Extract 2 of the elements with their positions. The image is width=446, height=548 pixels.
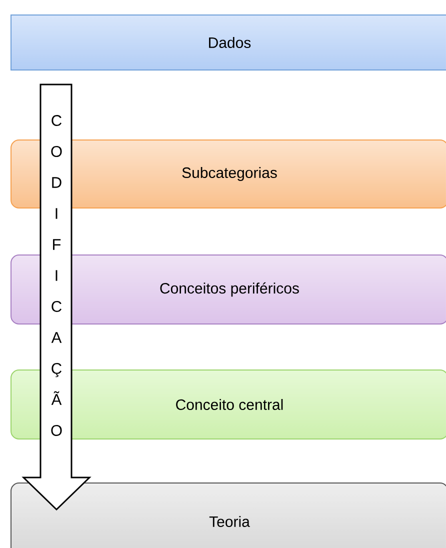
- data-box: Dados: [10, 14, 446, 70]
- block-arrow: [22, 84, 92, 511]
